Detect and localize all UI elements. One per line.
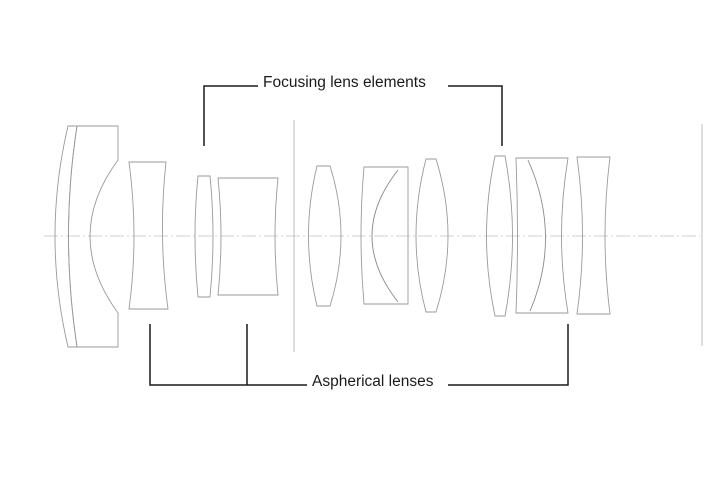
lens-element-10-inner-surface xyxy=(527,159,546,312)
focusing-label: Focusing lens elements xyxy=(258,74,431,92)
lens-element-4-focusing xyxy=(194,175,214,298)
lens-element-12-aspherical xyxy=(576,156,611,315)
lens-element-10 xyxy=(515,157,569,314)
focusing-bracket xyxy=(203,85,503,146)
lens-element-9-focusing xyxy=(486,155,513,317)
lens-element-3 xyxy=(128,161,169,310)
lens-element-7 xyxy=(360,166,409,305)
lens-element-8 xyxy=(415,158,449,313)
aspherical-label: Aspherical lenses xyxy=(307,373,439,391)
lens-element-1 xyxy=(54,125,78,348)
lens-element-6 xyxy=(308,165,342,307)
lens-element-5-focusing-aspherical xyxy=(217,177,279,296)
lens-element-2 xyxy=(68,125,119,348)
lens-element-7-cement-surface xyxy=(371,169,399,303)
aspherical-bracket xyxy=(149,324,569,386)
